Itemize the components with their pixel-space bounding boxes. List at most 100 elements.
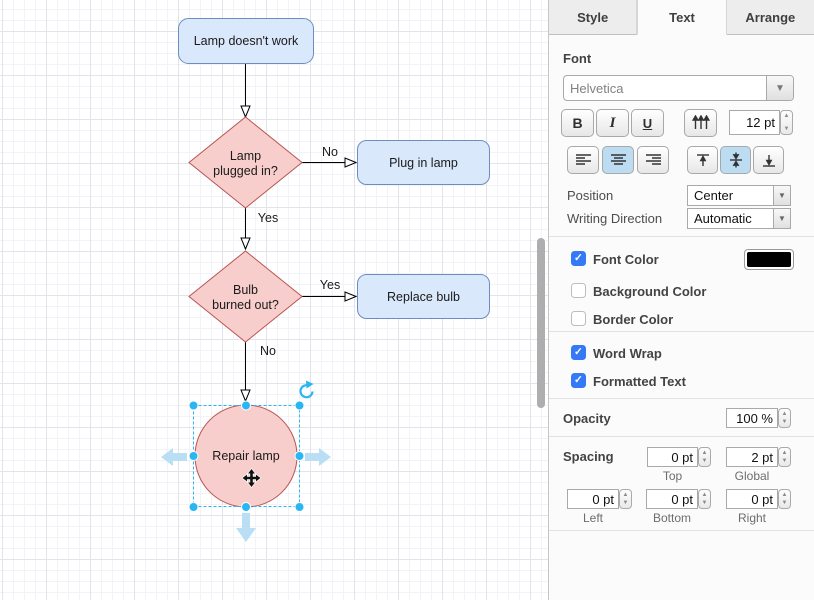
font-color-checkbox[interactable] [571,251,586,266]
dropdown-arrow-icon[interactable]: ▼ [766,76,793,100]
stepper-down-icon[interactable]: ▼ [701,458,708,464]
tab-text[interactable]: Text [637,0,727,35]
flowchart: No Yes Yes No Lamp doesn't work Lamp plu… [161,18,490,542]
dropdown-arrow-icon[interactable]: ▼ [773,186,790,205]
handle-bottom-right[interactable] [294,502,305,512]
edge-label-no[interactable]: No [322,145,338,159]
italic-button[interactable]: I [596,109,629,137]
font-size-input[interactable]: 12 pt [729,110,780,135]
stepper-up-icon[interactable]: ▲ [701,492,708,498]
rotate-handle-icon[interactable] [299,380,314,399]
spacing-right-input[interactable]: 0 pt [726,489,778,509]
font-size-stepper[interactable]: ▲▼ [780,110,793,135]
edge-label-yes[interactable]: Yes [258,211,278,225]
direction-arrow-left-icon[interactable] [161,448,187,466]
align-center-button[interactable] [602,146,634,174]
background-color-checkbox[interactable] [571,283,586,298]
spacing-bottom-label: Bottom [652,511,691,525]
background-color-label: Background Color [593,284,707,299]
stepper-down-icon[interactable]: ▼ [781,500,788,506]
border-color-checkbox[interactable] [571,311,586,326]
position-select[interactable]: Center ▼ [687,185,791,206]
handle-bottom-left[interactable] [188,502,199,512]
stepper-up-icon[interactable]: ▲ [701,450,708,456]
spacing-left-label: Left [582,511,603,525]
stepper-down-icon[interactable]: ▼ [783,126,790,132]
italic-icon: I [609,114,616,131]
font-family-select[interactable]: Helvetica ▼ [563,75,794,101]
tab-style[interactable]: Style [549,0,638,35]
node-action1-label: Plug in lamp [389,156,458,170]
stepper-up-icon[interactable]: ▲ [622,492,629,498]
word-wrap-checkbox[interactable] [571,345,586,360]
handle-bottom-center[interactable] [241,502,251,512]
stepper-up-icon[interactable]: ▲ [781,450,788,456]
underline-button[interactable]: U [631,109,664,137]
stepper-up-icon[interactable]: ▲ [781,492,788,498]
stepper-down-icon[interactable]: ▼ [781,419,788,425]
valign-top-button[interactable] [687,146,718,174]
handle-middle-right[interactable] [294,451,305,461]
stepper-up-icon[interactable]: ▲ [783,113,790,119]
border-color-label: Border Color [593,312,674,327]
direction-arrows[interactable] [161,448,331,542]
node-decision1[interactable] [188,116,303,209]
spacing-label: Spacing [563,449,614,464]
spacing-bottom-stepper[interactable]: ▲▼ [698,489,711,509]
formatted-text-checkbox[interactable] [571,373,586,388]
node-start[interactable] [178,18,314,64]
diagram-canvas[interactable]: No Yes Yes No Lamp doesn't work Lamp plu… [0,0,548,600]
align-left-button[interactable] [567,146,599,174]
spacing-top-input[interactable]: 0 pt [647,447,698,467]
spacing-left-input[interactable]: 0 pt [567,489,619,509]
handle-top-right[interactable] [294,400,305,411]
stepper-down-icon[interactable]: ▼ [622,500,629,506]
valign-middle-button[interactable] [720,146,751,174]
node-decision2[interactable] [188,250,303,343]
font-color-swatch[interactable] [744,249,794,270]
stepper-down-icon[interactable]: ▼ [701,500,708,506]
tab-arrange[interactable]: Arrange [726,0,814,35]
handle-top-left[interactable] [188,400,199,411]
spacing-right-label: Right [737,511,766,525]
node-action1[interactable] [357,140,490,185]
valign-bottom-button[interactable] [753,146,784,174]
opacity-stepper[interactable]: ▲▼ [778,408,791,428]
align-right-button[interactable] [637,146,669,174]
section-divider [549,398,814,399]
direction-arrow-down-icon[interactable] [236,513,256,542]
spacing-global-input[interactable]: 2 pt [726,447,778,467]
flowchart-edges[interactable] [245,63,346,390]
font-color-label: Font Color [593,252,659,267]
bold-icon: B [572,115,583,131]
spacing-global-stepper[interactable]: ▲▼ [778,447,791,467]
opacity-input[interactable]: 100 % [726,408,778,428]
stepper-down-icon[interactable]: ▼ [781,458,788,464]
align-right-icon [645,154,661,165]
node-action2[interactable] [357,274,490,319]
spacing-right-stepper[interactable]: ▲▼ [778,489,791,509]
selection-handles[interactable] [188,400,305,512]
node-action2-label: Replace bulb [387,290,460,304]
direction-arrow-right-icon[interactable] [305,448,331,466]
vertical-text-button[interactable] [684,109,717,137]
edge-label-no[interactable]: No [260,344,276,358]
canvas-vertical-scrollbar[interactable] [537,238,545,408]
dropdown-arrow-icon[interactable]: ▼ [773,209,790,228]
writing-direction-select[interactable]: Automatic ▼ [687,208,791,229]
font-family-value: Helvetica [570,80,624,96]
edge-label-yes[interactable]: Yes [320,278,340,292]
selection-overlay [188,380,314,512]
spacing-left-stepper[interactable]: ▲▼ [619,489,632,509]
font-color-value [747,252,791,267]
stepper-up-icon[interactable]: ▲ [781,411,788,417]
arrowhead-down-icon [240,237,251,251]
handle-top-center[interactable] [241,400,251,411]
handle-middle-left[interactable] [188,451,199,461]
spacing-global-label: Global [734,469,770,483]
spacing-bottom-input[interactable]: 0 pt [646,489,698,509]
spacing-top-stepper[interactable]: ▲▼ [698,447,711,467]
bold-button[interactable]: B [561,109,594,137]
arrowhead-right-icon [344,291,358,302]
